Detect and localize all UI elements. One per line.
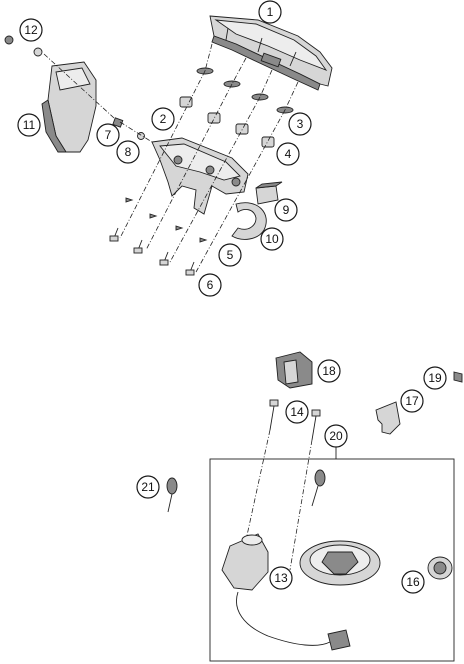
part-17-bracket <box>375 401 401 435</box>
part-14-screws <box>245 399 321 571</box>
part-1-instrument-cluster <box>209 15 333 91</box>
part-11-cover <box>41 61 97 153</box>
callout-9: 9 <box>274 198 298 222</box>
svg-text:21: 21 <box>141 480 155 494</box>
callout-10: 10 <box>260 227 284 251</box>
svg-text:1: 1 <box>267 5 274 19</box>
callout-19: 19 <box>423 366 447 390</box>
callout-3: 3 <box>288 112 312 136</box>
callout-7: 7 <box>96 123 120 147</box>
kit-key <box>311 469 326 507</box>
svg-text:13: 13 <box>274 571 288 585</box>
part-10-clamp <box>231 202 267 240</box>
svg-text:16: 16 <box>406 575 420 589</box>
svg-text:20: 20 <box>329 429 343 443</box>
svg-text:4: 4 <box>285 147 292 161</box>
part-13-ignition-switch <box>221 533 351 651</box>
callout-8: 8 <box>116 140 140 164</box>
svg-text:7: 7 <box>105 128 112 142</box>
part-9-connector <box>255 181 283 205</box>
part-20-kit-frame <box>209 458 455 662</box>
callout-18: 18 <box>317 359 341 383</box>
svg-text:10: 10 <box>265 232 279 246</box>
svg-text:9: 9 <box>283 203 290 217</box>
svg-text:18: 18 <box>322 364 336 378</box>
svg-text:12: 12 <box>24 23 38 37</box>
svg-text:6: 6 <box>207 278 214 292</box>
callout-1: 1 <box>258 0 282 24</box>
callout-11: 11 <box>17 113 41 137</box>
svg-text:8: 8 <box>125 145 132 159</box>
part-16-lock-cylinder <box>427 556 453 580</box>
callout-6: 6 <box>198 273 222 297</box>
callout-21: 21 <box>136 475 160 499</box>
part-7-8-bolt-washer <box>112 117 145 140</box>
svg-text:11: 11 <box>23 118 36 132</box>
callout-13: 13 <box>269 566 293 590</box>
svg-text:3: 3 <box>297 117 304 131</box>
callout-4: 4 <box>276 142 300 166</box>
part-19-nut <box>453 371 463 383</box>
screw-group <box>109 197 208 276</box>
part-21-key <box>166 477 178 513</box>
svg-text:14: 14 <box>290 405 304 419</box>
instrument-cluster-assembly <box>4 15 333 276</box>
part-12-fasteners <box>4 35 43 57</box>
callout-5: 5 <box>218 243 242 267</box>
part-2-bracket <box>151 137 249 215</box>
svg-text:17: 17 <box>405 394 419 408</box>
fuel-cap-lock <box>299 540 381 586</box>
callout-12: 12 <box>19 18 43 42</box>
leader-lines-upper <box>43 43 299 273</box>
svg-text:5: 5 <box>227 248 234 262</box>
ignition-lock-assembly <box>166 351 463 662</box>
svg-text:19: 19 <box>428 371 442 385</box>
svg-text:2: 2 <box>160 112 167 126</box>
callout-2: 2 <box>151 107 175 131</box>
callout-17: 17 <box>400 389 424 413</box>
grommet-stack <box>179 67 294 148</box>
callout-14: 14 <box>285 400 309 424</box>
callout-16: 16 <box>401 570 425 594</box>
callout-20: 20 <box>324 424 348 448</box>
part-18-housing <box>275 351 313 389</box>
